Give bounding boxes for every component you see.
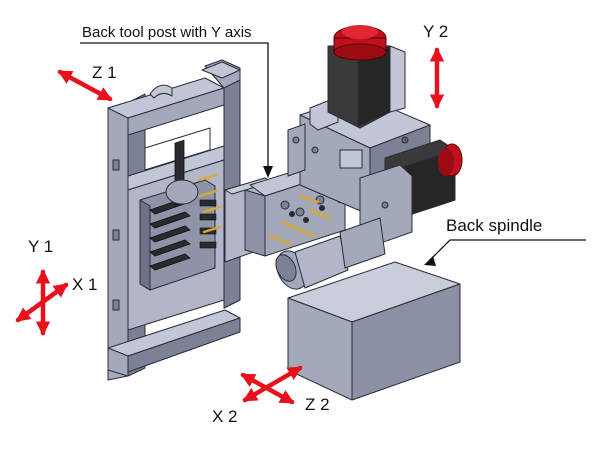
y2-servo-motor <box>327 25 406 129</box>
axis-label-x1: X 1 <box>72 275 98 294</box>
leader-lines <box>80 42 586 263</box>
axis-label-y2: Y 2 <box>423 22 448 41</box>
z1-arrow <box>57 69 113 102</box>
tool-post-leader-head <box>263 166 273 178</box>
z2-arrow <box>242 365 303 403</box>
axis-label-y1: Y 1 <box>28 237 53 256</box>
tool-post-leader <box>80 42 269 172</box>
back-spindle-callout: Back spindle <box>446 216 542 235</box>
spindle-leader-head <box>424 256 436 266</box>
x1-arrow <box>15 282 69 323</box>
axis-arrows <box>15 47 445 405</box>
back-tool-post-callout: Back tool post with Y axis <box>82 24 252 41</box>
back-spindle-housing <box>275 217 461 401</box>
axis-label-z2: Z 2 <box>305 395 330 414</box>
spindle-leader <box>427 239 586 263</box>
axis-label-x2: X 2 <box>212 407 238 426</box>
axis-label-z1: Z 1 <box>92 63 117 82</box>
